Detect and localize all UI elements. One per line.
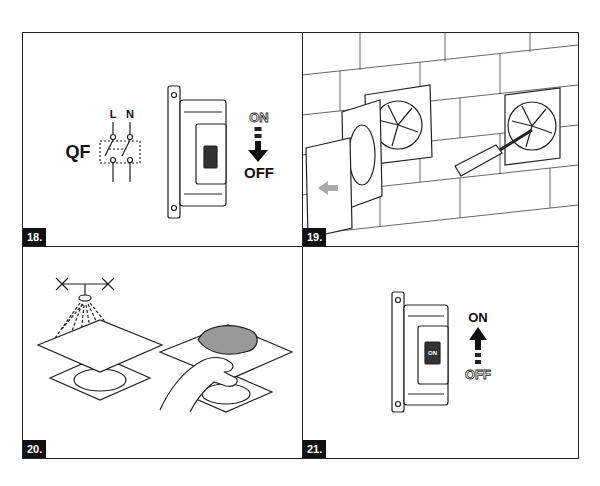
screw [396,402,401,407]
fan-blades [512,106,552,147]
screwdriver-handle [455,145,502,176]
terminal-name: L [110,109,117,120]
device-code: QF [66,143,91,161]
switch-state: ON [428,350,437,356]
panel-18-art [100,86,268,218]
breaker-handle [204,146,217,168]
breaker-detail [408,316,444,394]
contact [128,135,133,140]
switch-state: OFF [465,368,491,381]
panel-21-art [392,292,487,412]
contact [128,158,133,163]
fan-housing [505,88,560,165]
step-number: 18. [23,228,46,246]
breaker-detail [184,112,222,194]
arrow-dash [255,127,262,138]
screw [396,298,401,303]
switch-state: ON [249,111,269,124]
hand [160,358,237,413]
screw [172,206,177,211]
frame-opening [349,125,375,185]
panel-19-art [306,85,560,238]
arrow-dash [475,353,481,364]
breaker-body [180,100,226,206]
terminal-name: N [126,109,134,120]
tap-nozzle [79,295,91,301]
front-panel [306,138,352,238]
screw [172,93,177,98]
tap [56,278,114,296]
fan-ring [508,102,556,150]
din-rail [392,292,404,412]
switch-state: ON [468,311,488,324]
fan-blades [378,105,418,146]
panel-20-art [38,278,292,412]
step-panel: 18. [22,32,303,247]
mechanical-link [109,148,126,149]
step-panel: 19. [302,32,579,247]
cloth [198,326,257,355]
switch-pole [122,122,130,182]
fan-ring [202,384,250,404]
contact [111,158,116,163]
breaker-body [404,305,448,405]
switch-enclosure [100,141,140,163]
arrow-down [248,141,268,162]
switch-pole [105,122,113,182]
din-rail [168,86,180,218]
contact [111,135,116,140]
step-number: 19. [303,228,326,246]
breaker-front [418,326,448,384]
arrow-up [469,327,487,350]
step-number: 20. [23,440,46,458]
breaker-front [196,124,226,184]
step-panel: 21. [302,246,579,459]
screwdriver-shaft [500,130,532,150]
step-panel: 20. [22,246,303,459]
cover-plate [38,320,162,372]
switch-state: OFF [244,165,274,180]
step-number: 21. [303,440,326,458]
breaker-handle [425,342,440,364]
remove-arrow [318,181,338,195]
